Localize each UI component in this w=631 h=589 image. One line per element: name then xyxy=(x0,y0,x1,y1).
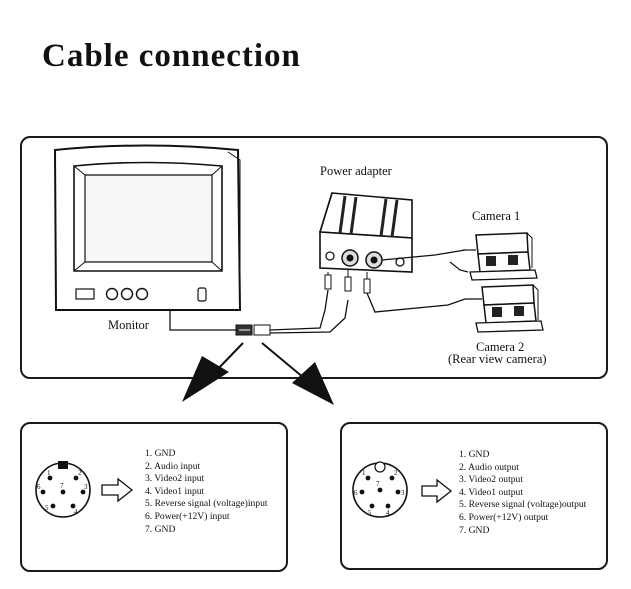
pin-number-label: 5 xyxy=(368,509,372,517)
camera1-label: Camera 1 xyxy=(472,209,521,223)
camera2-note-label: (Rear view camera) xyxy=(448,352,547,366)
cable-connector-icon xyxy=(235,324,271,336)
arrow-down-left-icon xyxy=(182,342,244,402)
monitor-label: Monitor xyxy=(108,318,149,332)
page-title: Cable connection xyxy=(42,38,301,74)
power-led-icon xyxy=(75,288,95,300)
pin-number-label: 6 xyxy=(37,483,41,491)
camera2-illustration xyxy=(465,284,544,333)
list-item: 7. GND xyxy=(459,524,490,536)
pin-number-label: 4 xyxy=(386,509,390,517)
adapter-pin-list: 1. GND 2. Audio output 3. Video2 output … xyxy=(459,449,586,537)
pin-number-label: 7 xyxy=(60,482,64,490)
list-item: 2. Audio input xyxy=(145,460,201,472)
arrow-down-right-icon xyxy=(261,342,334,405)
camera2-label: Camera 2 xyxy=(476,340,525,354)
pin-number-label: 6 xyxy=(354,489,358,497)
pin-number-label: 1 xyxy=(47,469,51,477)
adapter-din-connector-icon xyxy=(352,461,408,518)
pin-number-label: 1 xyxy=(362,469,366,477)
power-switch-icon xyxy=(197,287,207,302)
pin-number-label: 4 xyxy=(74,508,78,516)
pin-number-label: 7 xyxy=(376,480,380,488)
arrow-right-icon xyxy=(421,478,453,504)
pin-number-label: 3 xyxy=(84,483,88,491)
pin-number-label: 2 xyxy=(394,469,398,477)
list-item: 3. Video2 input xyxy=(145,473,205,485)
power-adapter-illustration xyxy=(318,192,413,294)
list-item: 4. Video1 input xyxy=(145,485,205,497)
monitor-illustration xyxy=(53,144,242,331)
monitor-pin-list: 1. GND 2. Audio input 3. Video2 input 4.… xyxy=(145,448,268,536)
list-item: 1. GND xyxy=(145,448,176,459)
arrow-right-icon xyxy=(101,477,134,503)
list-item: 5. Reverse signal (voltage)output xyxy=(459,499,587,511)
monitor-din-connector-icon xyxy=(35,461,91,518)
pin-number-label: 5 xyxy=(45,504,49,512)
list-item: 3. Video2 output xyxy=(459,474,524,486)
pin-number-label: 3 xyxy=(401,489,405,497)
camera1-illustration xyxy=(463,232,538,281)
list-item: 6. Power(+12V) input xyxy=(145,510,230,522)
list-item: 4. Video1 output xyxy=(459,486,524,498)
monitor-button-icon xyxy=(105,287,119,301)
pin-number-label: 2 xyxy=(78,469,82,477)
monitor-button-icon xyxy=(120,287,134,301)
list-item: 1. GND xyxy=(459,449,490,460)
list-item: 6. Power(+12V) output xyxy=(459,511,549,523)
power-adapter-label: Power adapter xyxy=(320,164,392,178)
monitor-button-icon xyxy=(135,287,149,301)
list-item: 2. Audio output xyxy=(459,461,519,473)
list-item: 5. Reverse signal (voltage)input xyxy=(145,498,268,510)
list-item: 7. GND xyxy=(145,523,176,535)
